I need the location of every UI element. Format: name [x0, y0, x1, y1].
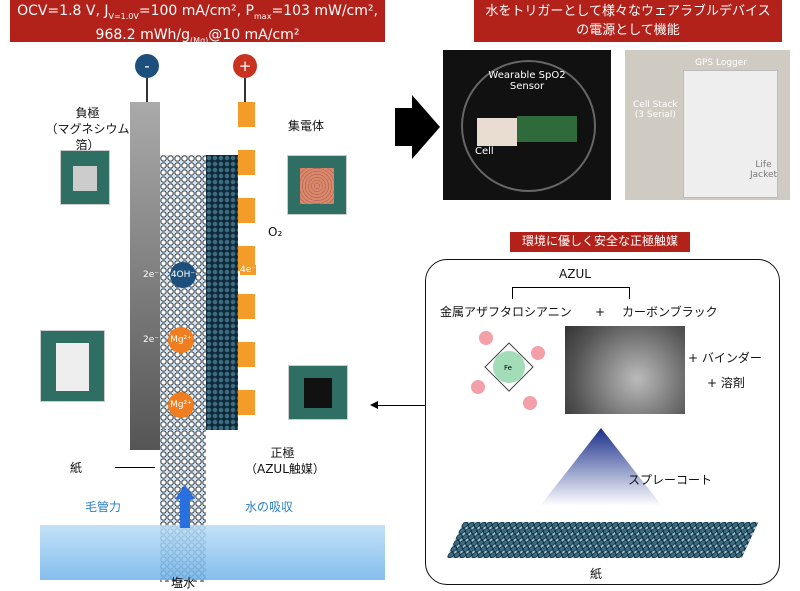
coated-paper — [446, 522, 759, 558]
coated-paper-label: 紙 — [590, 567, 603, 581]
capillary-label: 毛管力 — [85, 500, 122, 514]
n-highlight — [523, 396, 537, 410]
banner-text: 968.2 mWh/g — [95, 26, 191, 43]
paper-electrolyte — [160, 155, 206, 430]
o2-label: O₂ — [268, 225, 283, 239]
stack-label: Cell Stack — [633, 100, 678, 110]
azul-bracket — [512, 287, 630, 299]
sensor-label: Wearable SpO2 — [488, 70, 566, 81]
left-arrow-head — [370, 401, 378, 409]
banner-text: OCV=1.8 V, J — [17, 3, 109, 19]
carbon-black-label: カーボンブラック — [622, 305, 718, 319]
sensor-label: Sensor — [509, 81, 545, 92]
gps-label: GPS Logger — [695, 58, 748, 68]
electron-label: 4e⁻ — [240, 265, 257, 275]
neg-wire — [146, 78, 148, 102]
azul-cathode — [206, 155, 238, 430]
cell-label: Cell — [475, 146, 494, 157]
banner-line: の電源として機能 — [576, 23, 680, 38]
hydroxide-ion: 4OH⁻ — [170, 262, 196, 288]
cathode-label: 正極 （AZUL触媒） — [245, 445, 325, 477]
binder-label: + バインダー — [688, 351, 762, 365]
paper-arrow-icon — [115, 467, 155, 468]
anode-label: 負極 （マグネシウム箔） — [40, 105, 135, 153]
macrocycle — [484, 342, 534, 392]
metal-azaphthalocyanine-label: 金属アザフタロシアニン — [440, 305, 572, 319]
n-highlight — [479, 331, 493, 345]
sem-image — [565, 326, 685, 414]
banner-text: =103 mW/cm², — [271, 3, 378, 19]
anode-subtitle: （マグネシウム箔） — [45, 122, 130, 152]
paper-label: 紙 — [70, 461, 83, 475]
performance-banner: OCV=1.8 V, JV=1.0V=100 mA/cm², Pmax=103 … — [10, 0, 385, 45]
stack-label: (3 Serial) — [634, 110, 676, 120]
capillary-arrow-icon — [175, 485, 195, 499]
banner-sub: max — [254, 11, 272, 21]
cathode-title: 正極 — [270, 446, 295, 460]
azul-label: AZUL — [559, 267, 591, 281]
mg-ion-1: Mg²⁺ — [168, 327, 194, 353]
spray-coat-label: スプレーコート — [628, 473, 713, 487]
right-arrow-head — [412, 95, 440, 159]
magnesium-anode — [130, 102, 160, 450]
molecule-structure: Fe — [471, 331, 545, 410]
pos-wire — [244, 78, 246, 102]
banner-line: 水をトリガーとして様々なウェアラブルデバイス — [485, 4, 771, 19]
anode-title: 負極 — [75, 106, 100, 120]
spray-cone — [540, 428, 662, 506]
fe-center — [493, 351, 525, 383]
cathode-subtitle: （AZUL触媒） — [245, 462, 325, 476]
saltwater-bath — [40, 525, 385, 580]
negative-terminal: - — [135, 54, 159, 78]
absorption-label: 水の吸収 — [245, 500, 294, 514]
jacket-label: Life — [755, 160, 772, 170]
electron-label: 2e⁻ — [143, 270, 160, 280]
n-highlight — [471, 380, 485, 394]
fe-label: Fe — [504, 364, 512, 372]
banner-sub: (Mg) — [190, 35, 209, 45]
jacket-label: Jacket — [750, 170, 778, 180]
banner-sub: V=1.0V — [108, 11, 139, 21]
mg-ion-2: Mg²⁺ — [168, 392, 194, 418]
saltwater-label: 塩水 — [170, 576, 195, 590]
paper-photo — [40, 330, 105, 402]
capillary-arrow-shaft — [180, 498, 190, 528]
left-arrow-icon — [378, 405, 425, 406]
application-banner: 水をトリガーとして様々なウェアラブルデバイス の電源として機能 — [474, 0, 782, 42]
catalyst-panel — [425, 259, 780, 585]
collector-photo — [287, 155, 347, 215]
catalyst-banner: 環境に優しく安全な正極触媒 — [510, 232, 690, 252]
magnesium-foil-photo — [60, 150, 110, 205]
n-highlight — [531, 346, 545, 360]
electron-label: 2e⁻ — [143, 335, 160, 345]
cathode-photo — [288, 365, 348, 420]
solvent-label: + 溶剤 — [707, 376, 745, 390]
positive-terminal: + — [233, 54, 257, 78]
banner-text: =100 mA/cm², P — [138, 3, 254, 19]
banner-text: @10 mA/cm² — [208, 26, 300, 43]
right-arrow-icon — [395, 108, 413, 146]
plus-label: + — [595, 305, 606, 319]
collector-label: 集電体 — [288, 119, 325, 133]
